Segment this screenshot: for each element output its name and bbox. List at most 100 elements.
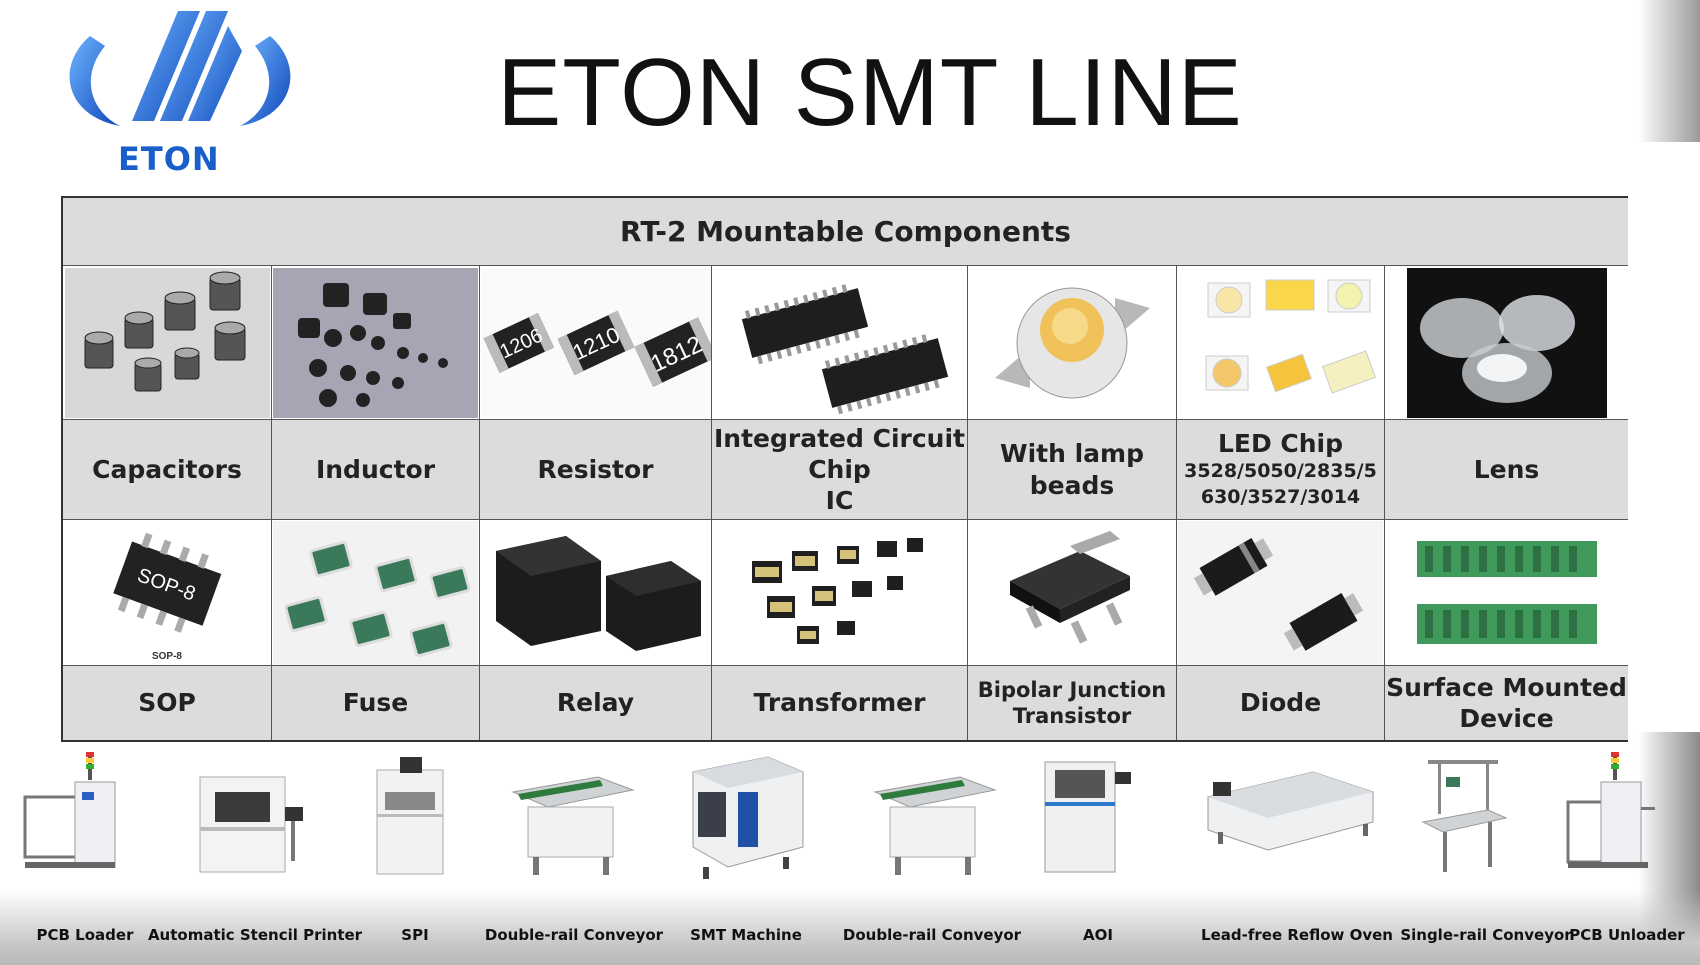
machine-label: Double-rail Conveyor: [484, 926, 664, 944]
component-label-inductor: Inductor: [272, 420, 480, 520]
machine-label: SPI: [401, 926, 429, 944]
component-label-line: Lens: [1473, 454, 1540, 484]
machine-label: Automatic Stencil Printer: [147, 926, 363, 944]
pcb-loader-machine: [15, 752, 125, 880]
machine-label: PCB Loader: [36, 926, 134, 944]
component-label-sop: SOP: [63, 666, 272, 740]
pcb-unloader-icon: [1566, 752, 1655, 868]
component-label-line: Diode: [1239, 688, 1322, 718]
led-chip-photo-icon: [1178, 267, 1383, 418]
machine-label: Single-rail Conveyor: [1400, 926, 1572, 944]
component-label-line: LED Chip: [1217, 429, 1344, 459]
edge-shadow: [1638, 0, 1700, 142]
component-label-line: 3528/5050/2835/5: [1184, 460, 1377, 483]
sop-caption: SOP-8: [151, 651, 181, 662]
double-rail-conveyor-machine-2: [870, 752, 1000, 880]
ic-image: [712, 266, 968, 420]
component-label-line: Transistor: [1012, 704, 1132, 728]
conveyor-icon: [1420, 760, 1508, 872]
smd-connector-photo-icon: [1406, 525, 1607, 660]
component-label-relay: Relay: [480, 666, 712, 740]
component-label-line: beads: [1029, 470, 1115, 500]
component-label-line: Capacitors: [92, 454, 242, 484]
machine-label: SMT Machine: [690, 926, 802, 944]
component-label-diode: Diode: [1177, 666, 1385, 740]
logo-text: ETON: [118, 140, 220, 178]
led-chip-image: [1177, 266, 1385, 420]
transformer-image: [712, 520, 968, 666]
machine-label: Lead-free Reflow Oven: [1201, 926, 1393, 944]
component-label-transistor: Bipolar Junction Transistor: [968, 666, 1177, 740]
lamp-bead-photo-icon: [969, 267, 1175, 418]
pcb-loader-icon: [23, 752, 116, 868]
component-label-lamp-beads: With lamp beads: [968, 420, 1177, 520]
component-label-line: Surface Mounted: [1386, 672, 1627, 702]
machine-label: Double-rail Conveyor: [842, 926, 1022, 944]
resistor-image: 1206 1210 1812: [480, 266, 712, 420]
component-label-line: With lamp: [1000, 439, 1144, 469]
single-rail-conveyor-machine: [1415, 752, 1510, 880]
pcb-unloader-machine: [1560, 752, 1660, 880]
relay-image: [480, 520, 712, 666]
bottom-shadow: [0, 890, 1700, 965]
smt-machine-icon: [692, 756, 803, 879]
components-table: RT-2 Mountable Components: [61, 196, 1628, 742]
sop-photo-icon: SOP-8 SOP-8: [64, 520, 270, 665]
smt-line-machines: [0, 752, 1700, 882]
component-label-line: Integrated Circuit: [714, 423, 965, 453]
spi-machine: [360, 752, 460, 880]
component-label-resistor: Resistor: [480, 420, 712, 520]
diode-image: [1177, 520, 1385, 666]
stencil-printer-machine: [185, 752, 315, 880]
lens-image: [1385, 266, 1628, 420]
capacitors-image: [63, 266, 272, 420]
machine-labels: PCB Loader Automatic Stencil Printer SPI…: [0, 926, 1700, 950]
component-label-line: Resistor: [537, 454, 654, 484]
eton-logo-icon: [69, 11, 291, 126]
component-label-line: IC: [825, 486, 854, 516]
component-label-ic: Integrated Circuit Chip IC: [712, 420, 968, 520]
resistor-photo-icon: 1206 1210 1812: [480, 267, 711, 418]
conveyor-icon: [873, 776, 997, 875]
transformer-photo-icon: [737, 525, 942, 660]
fuse-photo-icon: [273, 520, 478, 665]
page-title: ETON SMT LINE: [497, 39, 1243, 146]
conveyor-icon: [510, 776, 635, 875]
lamp-bead-image: [968, 266, 1177, 420]
component-label-led-chip: LED Chip 3528/5050/2835/5 630/3527/3014: [1177, 420, 1385, 520]
component-label-lens: Lens: [1385, 420, 1628, 520]
component-label-line: Transformer: [753, 688, 926, 718]
sop-image: SOP-8 SOP-8: [63, 520, 272, 666]
aoi-icon: [1044, 761, 1131, 873]
relay-photo-icon: [480, 520, 711, 665]
component-label-smd: Surface Mounted Device: [1385, 666, 1628, 740]
diode-photo-icon: [1178, 520, 1383, 665]
inductor-image: [272, 266, 480, 420]
component-label-line: 630/3527/3014: [1200, 486, 1361, 509]
component-label-line: Fuse: [342, 688, 409, 718]
fuse-image: [272, 520, 480, 666]
reflow-oven-machine: [1200, 752, 1380, 880]
transistor-image: [968, 520, 1177, 666]
lens-photo-icon: [1406, 267, 1607, 418]
component-label-transformer: Transformer: [712, 666, 968, 740]
reflow-oven-icon: [1207, 771, 1373, 851]
component-label-fuse: Fuse: [272, 666, 480, 740]
smd-connector-image: [1385, 520, 1628, 666]
stencil-printer-icon: [199, 776, 303, 873]
component-label-capacitors: Capacitors: [63, 420, 272, 520]
spi-icon: [376, 757, 444, 875]
transistor-photo-icon: [969, 520, 1175, 665]
machine-label: AOI: [1083, 926, 1113, 944]
component-label-line: Inductor: [315, 454, 436, 484]
capacitors-photo-icon: [64, 267, 270, 418]
component-label-line: Bipolar Junction: [977, 677, 1167, 702]
component-label-line: Chip: [808, 454, 871, 484]
component-label-line: Relay: [556, 688, 635, 718]
double-rail-conveyor-machine: [505, 752, 640, 880]
table-title: RT-2 Mountable Components: [63, 198, 1628, 266]
component-label-line: SOP: [138, 688, 196, 718]
machine-label: PCB Unloader: [1569, 926, 1685, 944]
inductor-photo-icon: [273, 267, 478, 418]
component-label-line: Device: [1459, 704, 1554, 733]
